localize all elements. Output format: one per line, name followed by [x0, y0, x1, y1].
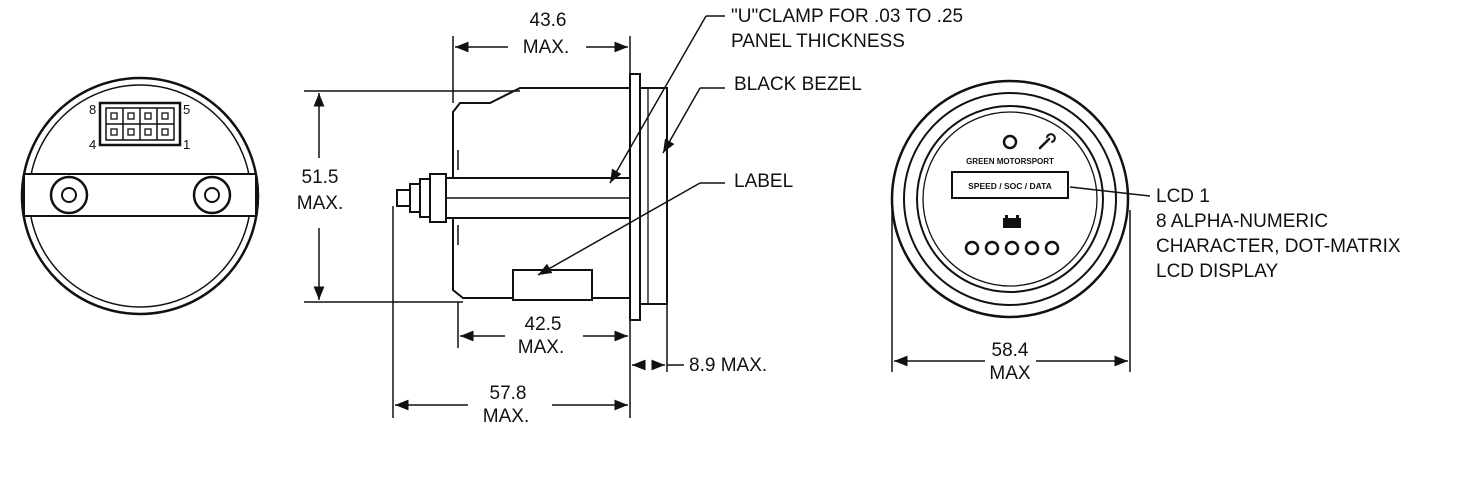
- black-bezel: [639, 87, 668, 305]
- pin-label-1: 1: [183, 137, 190, 152]
- indicator-light: [1024, 240, 1040, 256]
- gauge-brand-text: GREEN MOTORSPORT: [966, 157, 1054, 166]
- dim-42-5-qualifier: MAX.: [518, 337, 564, 358]
- callout-clamp-line2: PANEL THICKNESS: [731, 31, 905, 52]
- clamp-nut-left: [49, 175, 89, 215]
- dim-51-5-qualifier: MAX.: [297, 193, 343, 214]
- connector: [98, 101, 182, 147]
- clamp-nut-right: [192, 175, 232, 215]
- pin-label-8: 8: [89, 102, 96, 117]
- indicator-lights: [964, 240, 1060, 256]
- dim-43-6-value: 43.6: [530, 10, 567, 31]
- panel-bezel-plate: [629, 73, 641, 321]
- indicator-light: [964, 240, 980, 256]
- pin-label-5: 5: [183, 102, 190, 117]
- callout-bezel: BLACK BEZEL: [734, 74, 862, 95]
- callout-clamp-line1: "U"CLAMP FOR .03 TO .25: [731, 6, 963, 27]
- side-view-leaders: [537, 15, 725, 276]
- side-view: [396, 73, 668, 321]
- rear-view: [20, 76, 260, 316]
- top-indicator-light: [1002, 134, 1018, 150]
- dim-51-5-value: 51.5: [302, 167, 339, 188]
- side-view-dimensions: [304, 36, 684, 418]
- callout-lcd-line1: LCD 1: [1156, 186, 1210, 207]
- indicator-light: [1004, 240, 1020, 256]
- callout-lcd-line2: 8 ALPHA-NUMERIC: [1156, 211, 1328, 232]
- indicator-light: [984, 240, 1000, 256]
- dim-57-8-value: 57.8: [490, 383, 527, 404]
- callout-lcd-line3: CHARACTER, DOT-MATRIX: [1156, 236, 1401, 257]
- dim-58-4-value: 58.4: [992, 340, 1029, 361]
- lcd-display-text: SPEED / SOC / DATA: [968, 181, 1052, 191]
- callout-labels: "U"CLAMP FOR .03 TO .25 PANEL THICKNESS …: [731, 6, 1401, 282]
- lcd-display: [951, 171, 1069, 199]
- callout-lcd-line4: LCD DISPLAY: [1156, 261, 1278, 282]
- battery-icon: [1003, 215, 1021, 228]
- dim-57-8-qualifier: MAX.: [483, 406, 529, 427]
- dim-42-5-value: 42.5: [525, 314, 562, 335]
- front-view-dimensions: [891, 186, 1151, 372]
- indicator-light: [1044, 240, 1060, 256]
- dimension-labels: 43.6 MAX. 51.5 MAX. 42.5 MAX. 57.8 MAX. …: [297, 10, 1031, 427]
- dim-43-6-qualifier: MAX.: [523, 37, 569, 58]
- callout-label: LABEL: [734, 171, 793, 192]
- wrench-icon: [1038, 133, 1056, 150]
- front-view: [890, 79, 1130, 319]
- pin-label-4: 4: [89, 137, 96, 152]
- dim-58-4-qualifier: MAX: [989, 363, 1031, 384]
- label-block: [512, 269, 593, 301]
- dim-8-9: 8.9 MAX.: [689, 355, 767, 376]
